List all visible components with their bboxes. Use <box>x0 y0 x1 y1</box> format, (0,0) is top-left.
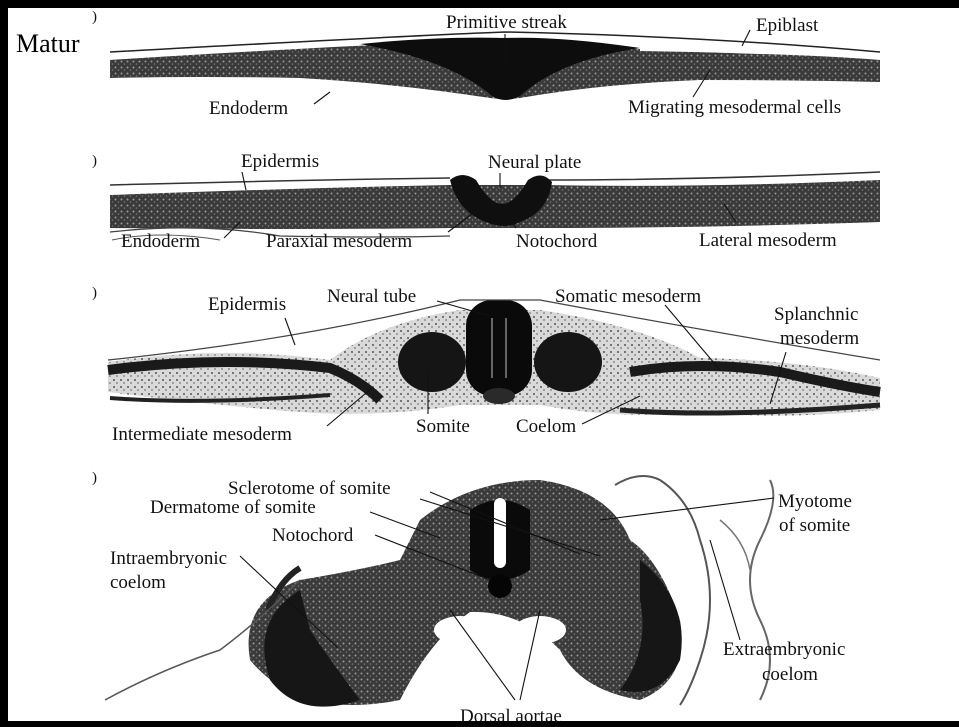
label-splanchnic-1: Splanchnic <box>774 304 858 325</box>
label-somite: Somite <box>416 416 470 437</box>
label-epidermis-b: Epidermis <box>241 151 319 172</box>
label-notochord-b: Notochord <box>516 231 598 252</box>
label-epiblast: Epiblast <box>756 15 819 36</box>
panel-c-marker: ) <box>92 285 97 301</box>
label-endoderm-a: Endoderm <box>209 98 288 119</box>
label-epidermis-c: Epidermis <box>208 294 286 315</box>
label-sclerotome: Sclerotome of somite <box>228 478 391 499</box>
label-notochord-d: Notochord <box>272 525 354 546</box>
label-myotome-2: of somite <box>779 515 850 536</box>
panel-a-marker: ) <box>92 9 97 25</box>
label-dorsal-aortae: Dorsal aortae <box>460 706 562 721</box>
label-somatic: Somatic mesoderm <box>555 286 701 307</box>
label-coelom: Coelom <box>516 416 576 437</box>
label-dermatome: Dermatome of somite <box>150 497 316 518</box>
label-intraembryonic-1: Intraembryonic <box>110 548 227 569</box>
slide-canvas: Matur ) ) ) ) Primitive streak Epiblast … <box>8 8 959 721</box>
label-neural-plate: Neural plate <box>488 152 581 173</box>
panel-c-neural-tube <box>108 300 880 416</box>
label-extraembryonic-2: coelom <box>762 664 818 685</box>
label-paraxial: Paraxial mesoderm <box>266 231 412 252</box>
label-neural-tube: Neural tube <box>327 286 416 307</box>
panel-a-primitive-streak <box>110 32 880 100</box>
label-primitive-streak: Primitive streak <box>446 12 567 33</box>
panel-b-marker: ) <box>92 153 97 169</box>
label-myotome-1: Myotome <box>778 491 852 512</box>
label-intraembryonic-2: coelom <box>110 572 166 593</box>
label-endoderm-b: Endoderm <box>121 231 200 252</box>
label-migrating-cells: Migrating mesodermal cells <box>628 97 841 118</box>
label-splanchnic-2: mesoderm <box>780 328 859 349</box>
slide-title: Matur <box>16 29 80 58</box>
panel-d-marker: ) <box>92 470 97 486</box>
embryo-section-diagram: Matur ) ) ) ) Primitive streak Epiblast … <box>8 8 959 721</box>
label-extraembryonic-1: Extraembryonic <box>723 639 845 660</box>
label-intermediate: Intermediate mesoderm <box>112 424 292 445</box>
label-lateral: Lateral mesoderm <box>699 230 837 251</box>
